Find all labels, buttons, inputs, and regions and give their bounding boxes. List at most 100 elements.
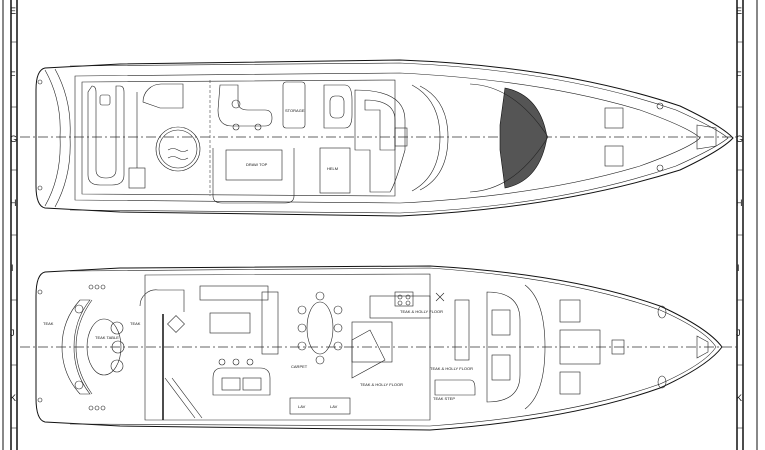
drawing-line — [397, 294, 403, 300]
grid-letter: F — [10, 70, 16, 80]
drawing-line — [434, 379, 476, 396]
label-helm: HELM — [327, 166, 338, 171]
drawing-line — [74, 380, 84, 390]
label-lav: LAV — [330, 404, 338, 409]
drawing-line — [454, 299, 470, 361]
drawing-line — [35, 59, 734, 217]
drawing-line — [218, 358, 226, 366]
label-draw-top: DRAW TOP — [246, 162, 268, 167]
grid-letter: K — [736, 393, 742, 403]
drawing-line — [696, 124, 717, 150]
drawing-line — [499, 87, 548, 189]
drawing-line — [94, 284, 100, 290]
drawing-line — [604, 107, 624, 129]
drawing-line — [469, 83, 549, 193]
drawing-line — [231, 99, 241, 109]
label-teak-aft: TEAK — [130, 321, 141, 326]
drawing-line — [254, 123, 262, 131]
drawing-line — [261, 291, 279, 355]
drawing-line — [139, 289, 185, 312]
drawing-line — [315, 291, 325, 301]
grid-letter: E — [736, 6, 742, 16]
drawing-line — [142, 83, 184, 109]
drawing-line — [419, 85, 449, 191]
drawing-line — [44, 69, 61, 207]
drawing-line — [411, 84, 441, 192]
drawing-line — [242, 377, 262, 391]
label-teak-holly-floor: TEAK & HOLLY FLOOR — [400, 309, 443, 314]
drawing-line — [306, 301, 334, 355]
drawing-line — [604, 145, 624, 167]
drawing-line — [199, 285, 269, 301]
drawing-line — [37, 79, 43, 85]
drawing-line — [164, 377, 203, 419]
drawing-line — [405, 294, 411, 300]
drawing-line — [246, 358, 254, 366]
drawing-line — [158, 129, 198, 169]
drawing-line — [333, 323, 343, 333]
drawing-line — [144, 273, 431, 421]
label-teak-aft: TEAK — [43, 321, 54, 326]
drawing-line — [435, 292, 445, 302]
drawing-line — [319, 147, 351, 194]
drawing-line — [100, 405, 106, 411]
drawing-line — [86, 318, 122, 376]
drawing-line — [54, 68, 71, 208]
drawing-line — [491, 354, 511, 381]
drawing-line — [37, 397, 43, 403]
drawing-line — [88, 405, 94, 411]
drawing-line — [221, 377, 241, 391]
drawing-line — [212, 148, 295, 204]
drawing-line — [282, 81, 306, 129]
drawing-line — [99, 94, 111, 106]
drawing-line — [61, 299, 91, 395]
drawing-line — [289, 397, 351, 415]
drawing-line — [155, 126, 201, 172]
drawing-line — [87, 85, 125, 186]
grid-letter: K — [10, 393, 16, 403]
grid-letters-left: E F G H I J K — [10, 6, 17, 403]
drawing-line — [94, 405, 100, 411]
label-teak-holly-floor: TEAK & HOLLY FLOOR — [360, 382, 403, 387]
label-carpet: CARPET — [291, 364, 308, 369]
drawing-line — [394, 127, 408, 147]
drawing-line — [167, 148, 189, 160]
drawing-line — [333, 305, 343, 315]
grid-ticks — [11, 41, 743, 429]
drawing-line — [35, 265, 723, 431]
drawing-line — [74, 72, 701, 204]
drawing-line — [657, 375, 667, 389]
grid-letter: E — [10, 6, 16, 16]
grid-letter: H — [10, 198, 17, 208]
upper-deck-plan: DRAW TOP STORAGE HELM — [20, 59, 737, 217]
label-storage: STORAGE — [285, 108, 305, 113]
label-lav: LAV — [298, 404, 306, 409]
drawing-line — [88, 284, 94, 290]
drawing-line — [37, 185, 43, 191]
drawing-line — [37, 289, 43, 295]
drawing-line — [297, 305, 307, 315]
drawing-line — [75, 299, 93, 395]
drawing-line — [364, 99, 396, 151]
drawing-line — [297, 323, 307, 333]
drawing-line — [656, 102, 664, 110]
grid-letter: I — [737, 263, 740, 273]
label-teak-table: TEAK TABLE — [95, 335, 119, 340]
drawing-line — [225, 149, 283, 181]
drawing-line — [217, 84, 273, 127]
drawing-line — [232, 123, 240, 131]
drawing-line — [559, 371, 581, 395]
drawing-line — [354, 89, 406, 193]
drawing-line — [167, 315, 185, 333]
drawing-line — [397, 300, 403, 306]
grid-letter: H — [736, 198, 743, 208]
drawing-line — [212, 367, 271, 396]
drawing-line — [524, 284, 546, 410]
drawing-line — [696, 335, 709, 359]
drawing-line — [486, 291, 521, 403]
drawing-line — [69, 267, 717, 427]
grid-letters-right: E F G H I J K — [736, 6, 743, 403]
drawing-line — [209, 312, 251, 334]
drawing-line — [81, 79, 396, 197]
